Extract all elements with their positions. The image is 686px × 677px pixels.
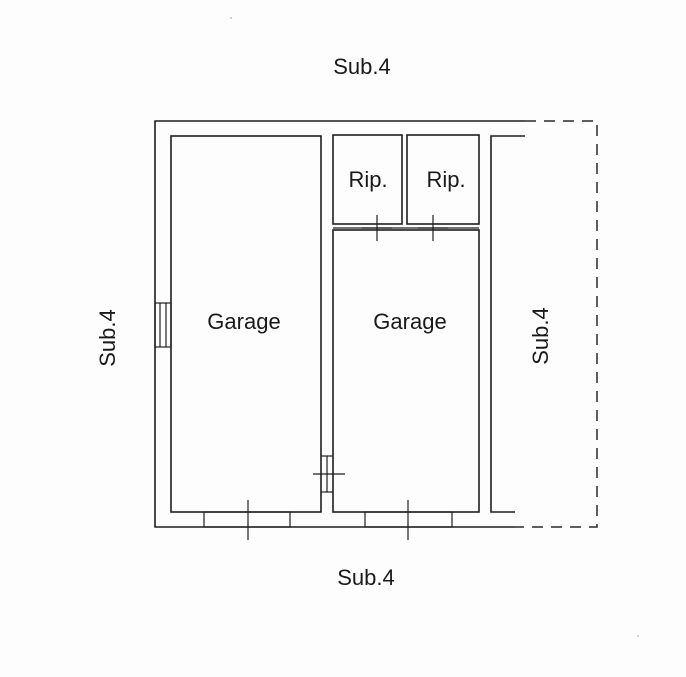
storage-room-2 xyxy=(406,134,480,225)
label-storage-2: Rip. xyxy=(426,167,465,192)
label-storage-1: Rip. xyxy=(348,167,387,192)
storage-room-1 xyxy=(332,134,403,225)
label-left: Sub.4 xyxy=(95,309,120,367)
label-right: Sub.4 xyxy=(528,307,553,365)
speck xyxy=(637,635,639,637)
label-bottom: Sub.4 xyxy=(337,565,395,590)
left-window xyxy=(154,302,172,348)
garage-left-door xyxy=(203,511,291,528)
dashed-boundary xyxy=(515,120,598,528)
label-garage-right: Garage xyxy=(373,309,446,334)
label-garage-left: Garage xyxy=(207,309,280,334)
speck xyxy=(230,17,232,19)
label-top: Sub.4 xyxy=(333,54,391,79)
garage-right-room xyxy=(332,229,480,513)
right-corridor xyxy=(490,135,525,513)
